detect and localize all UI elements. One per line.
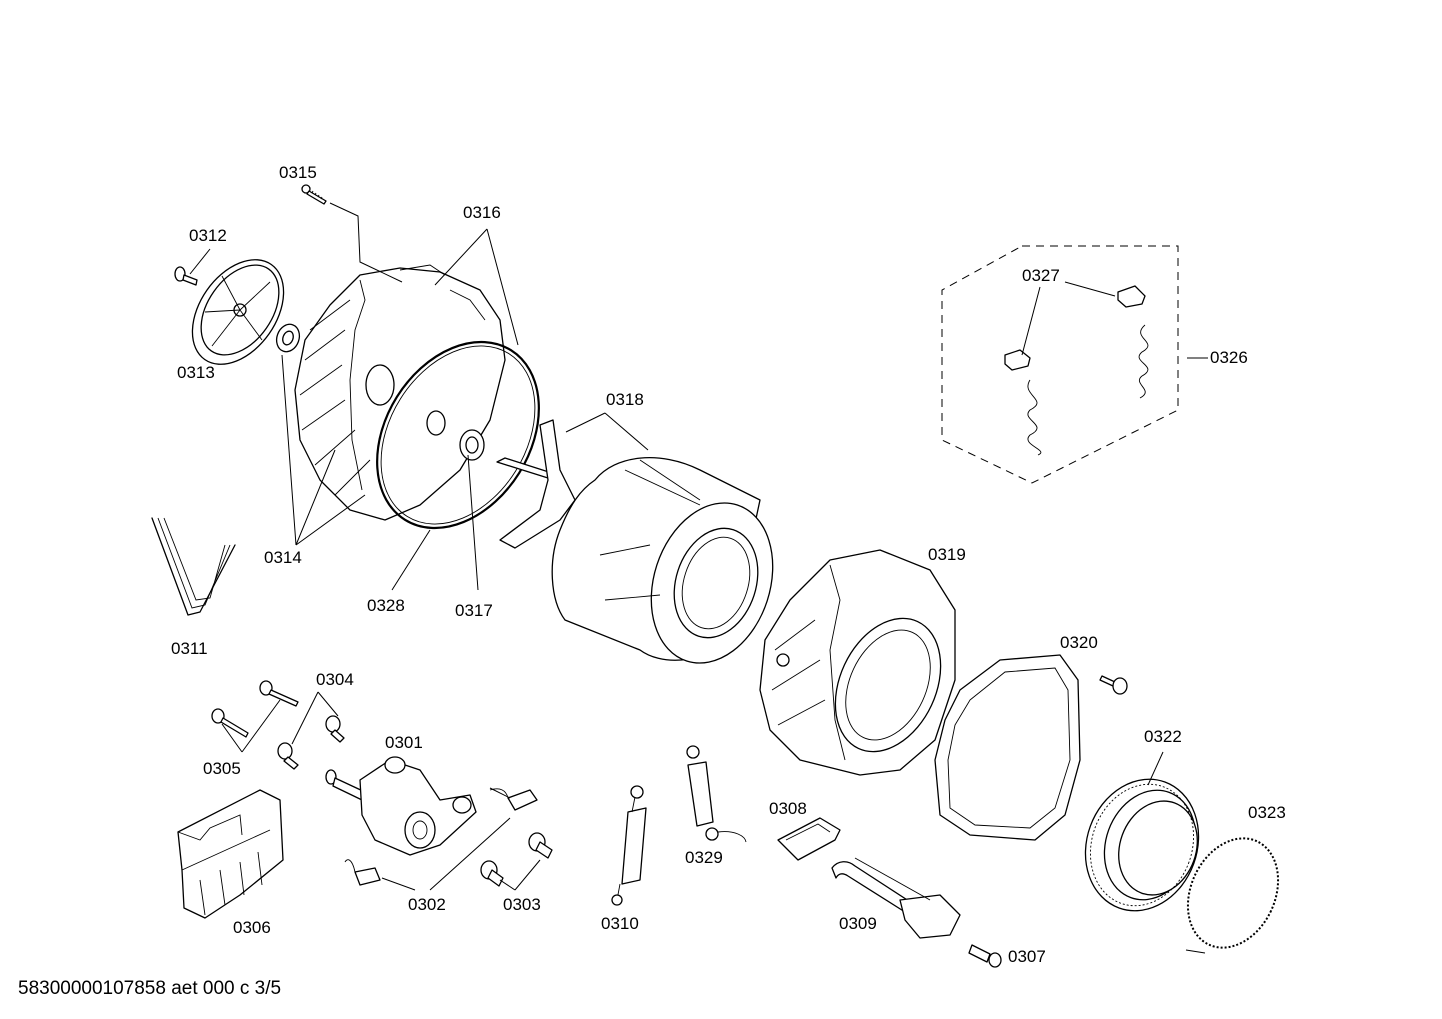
label-0319: 0319 — [928, 545, 966, 564]
label-0312: 0312 — [189, 226, 227, 245]
label-0315: 0315 — [279, 163, 317, 182]
bracket-0308-drawing — [777, 817, 841, 861]
front-ring-0320-drawing — [934, 654, 1081, 841]
spring-kit-0326-drawing — [941, 245, 1179, 484]
label-0304: 0304 — [316, 670, 354, 689]
label-0303: 0303 — [503, 895, 541, 914]
pump-0301-drawing — [325, 756, 477, 856]
bellows-ring-0322-drawing — [1084, 778, 1200, 912]
label-0329: 0329 — [685, 848, 723, 867]
drum-0318-drawing — [496, 419, 774, 664]
label-0314: 0314 — [264, 548, 302, 567]
label-0322: 0322 — [1144, 727, 1182, 746]
label-0309: 0309 — [839, 914, 877, 933]
leader-lines — [189, 202, 1208, 954]
grommets-0303-drawing — [480, 832, 553, 887]
screws-0304-drawing — [277, 715, 345, 770]
front-tub-0319-drawing — [759, 549, 956, 776]
belt-0311-drawing — [151, 517, 236, 616]
label-0311: 0311 — [171, 639, 208, 658]
shock-absorber-0310-drawing — [611, 785, 647, 906]
label-0327: 0327 — [1022, 266, 1060, 285]
label-0316: 0316 — [463, 203, 501, 222]
label-0323: 0323 — [1248, 803, 1286, 822]
label-0320: 0320 — [1060, 633, 1098, 652]
clamp-ring-0323-drawing — [1186, 837, 1280, 949]
screw-0315-drawing — [301, 184, 327, 205]
bearing-0314-drawing — [275, 323, 301, 353]
label-0305: 0305 — [203, 759, 241, 778]
label-0318: 0318 — [606, 390, 644, 409]
label-0308: 0308 — [769, 799, 807, 818]
label-0301: 0301 — [385, 733, 423, 752]
cover-0306-drawing — [177, 789, 284, 919]
label-0310: 0310 — [601, 914, 639, 933]
callout-labels: 0315 0316 0312 0313 0327 0326 0318 0314 … — [171, 163, 1286, 966]
document-id-footer: 58300000107858 aet 000 c 3/5 — [18, 978, 282, 999]
heater-0309-drawing — [831, 857, 961, 939]
gasket-ring-0328-drawing — [376, 340, 540, 530]
label-0317: 0317 — [455, 601, 493, 620]
clips-0302-drawing — [344, 788, 538, 886]
label-0313: 0313 — [177, 363, 215, 382]
screw-0312-drawing — [174, 266, 198, 286]
label-0328: 0328 — [367, 596, 405, 615]
sensor-0307-drawing — [968, 944, 1002, 968]
pulley-0313-drawing — [191, 259, 285, 365]
label-0306: 0306 — [233, 918, 271, 937]
label-0302: 0302 — [408, 895, 446, 914]
label-0326: 0326 — [1210, 348, 1248, 367]
label-0307: 0307 — [1008, 947, 1046, 966]
shock-absorber-0329-drawing — [686, 745, 747, 843]
screws-0305-drawing — [211, 680, 299, 738]
screw-0320-drawing — [1099, 675, 1128, 695]
